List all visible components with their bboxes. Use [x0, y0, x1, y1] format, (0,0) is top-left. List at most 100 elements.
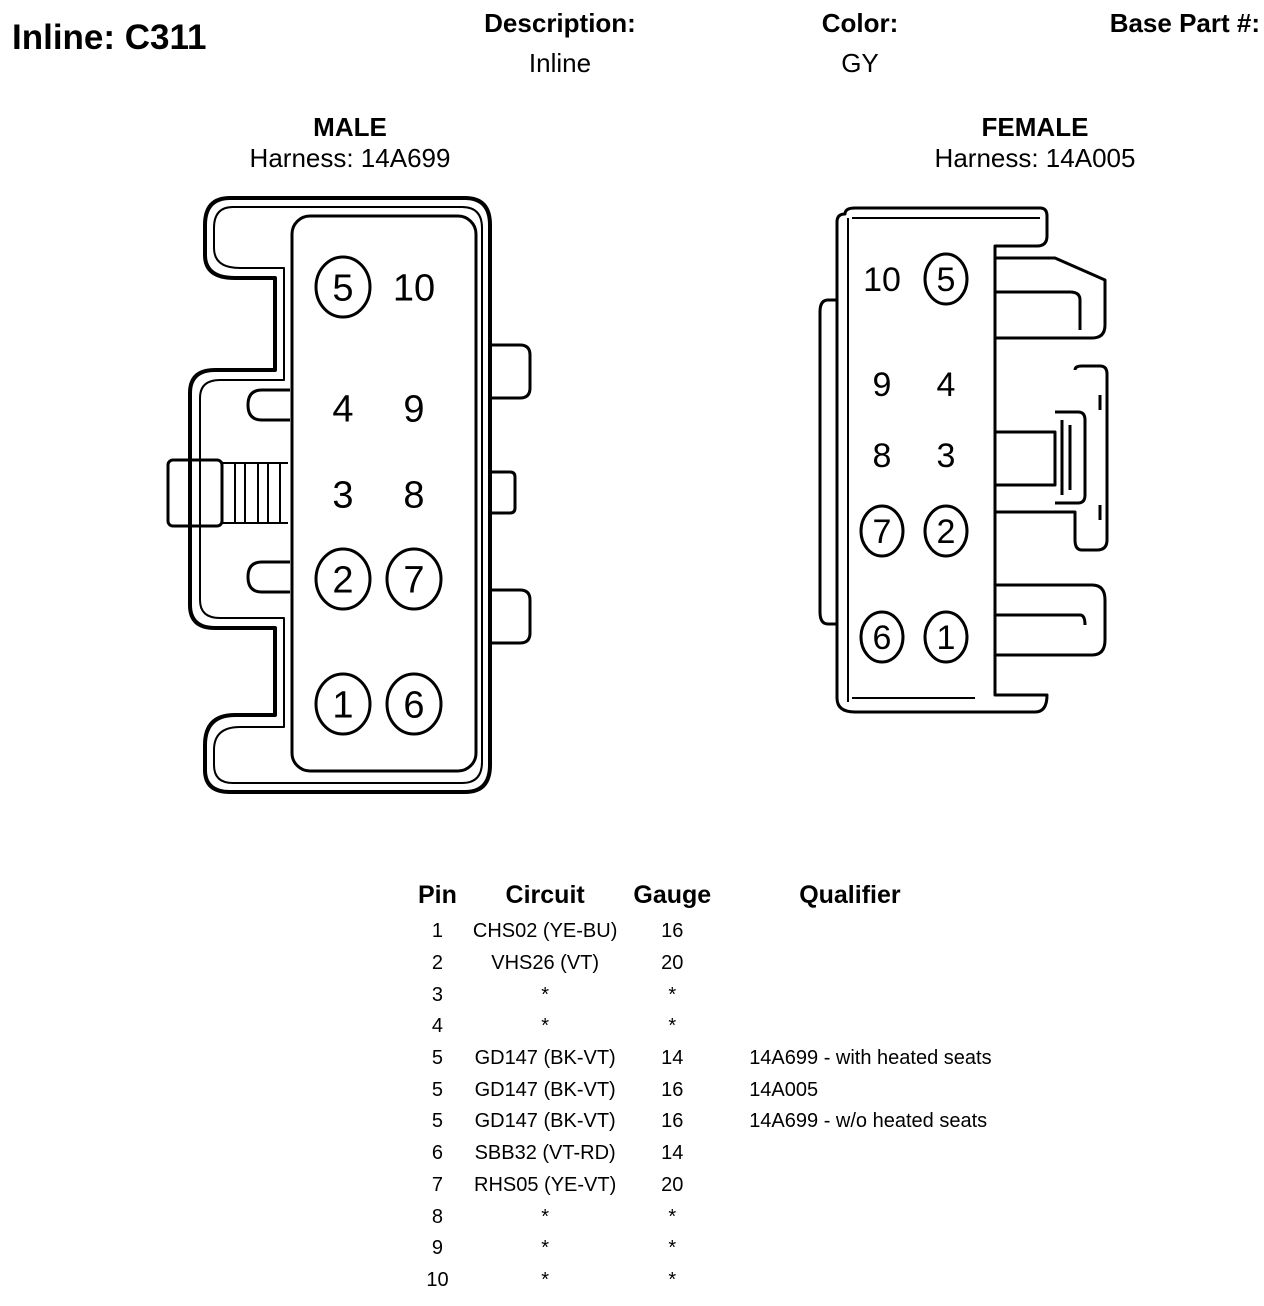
female-pin-label: 4 — [937, 366, 956, 404]
gauge-cell: * — [668, 1237, 677, 1260]
gauge-cell: * — [668, 1268, 677, 1291]
table-row: 6 SBB32 (VT-RD) 14 — [410, 1138, 1000, 1170]
male-pin-label: 7 — [403, 560, 424, 602]
female-pin-circle — [923, 610, 969, 664]
male-pin-label: 3 — [332, 475, 353, 517]
gauge-header: Gauge — [633, 880, 712, 909]
circuit-header: Circuit — [505, 880, 585, 909]
description-label: Description: — [484, 8, 636, 38]
table-row: 4 * * — [410, 1011, 1000, 1043]
table-header-row: Pin Circuit Gauge Qualifier — [410, 880, 1000, 916]
circuit-cell: * — [541, 983, 550, 1006]
qualifier-cell — [719, 979, 999, 1011]
male-tab-top — [490, 343, 532, 400]
pin-cell: 8 — [431, 1205, 444, 1228]
female-pin-label: 10 — [863, 261, 901, 299]
male-harness: Harness: 14A699 — [249, 143, 451, 173]
female-pin-label: 7 — [873, 513, 892, 551]
circuit-cell: VHS26 (VT) — [491, 952, 600, 975]
female-pin-layer: 10 5 9 4 8 3 7 2 6 1 — [859, 252, 969, 664]
qualifier-cell — [719, 1233, 999, 1265]
male-pin-label: 6 — [403, 685, 424, 727]
male-pin-label: 5 — [332, 268, 353, 310]
circuit-cell: * — [541, 1268, 550, 1291]
male-pin-label: 8 — [403, 475, 424, 517]
circuit-cell: SBB32 (VT-RD) — [474, 1142, 616, 1165]
qualifier-cell — [719, 1138, 999, 1170]
table-row: 10** — [410, 1265, 1000, 1297]
gauge-cell: 16 — [661, 1078, 684, 1101]
female-housing-outline — [835, 206, 1049, 714]
male-pin-label: 4 — [332, 389, 353, 431]
female-pin-label: 9 — [873, 366, 892, 404]
male-title: MALE — [313, 112, 387, 142]
gauge-cell: * — [668, 1015, 677, 1038]
qualifier-cell: 14A699 - with heated seats — [749, 1047, 992, 1070]
male-pin-circle — [314, 672, 372, 736]
pinout-table: Pin Circuit Gauge Qualifier 1 CHS02 (YE-B… — [410, 880, 1000, 1296]
female-pin-circle — [859, 504, 905, 558]
female-harness: Harness: 14A005 — [934, 143, 1136, 173]
male-pin-circle — [314, 547, 372, 611]
circuit-cell: * — [541, 1205, 550, 1228]
female-pin-label: 3 — [937, 437, 956, 475]
male-pin-circle — [385, 672, 443, 736]
female-pin-label: 2 — [937, 513, 956, 551]
table-row: 5 GD147 (BK-VT) 16 14A005 — [410, 1074, 1000, 1106]
gauge-cell: 20 — [661, 1173, 684, 1196]
circuit-cell: * — [541, 1237, 550, 1260]
table-row: 3** — [410, 979, 1000, 1011]
male-pin-label: 9 — [403, 389, 424, 431]
male-pin-face — [290, 214, 478, 773]
pin-cell: 4 — [431, 1015, 444, 1038]
circuit-cell: * — [541, 1015, 550, 1038]
male-pin-label: 2 — [332, 560, 353, 602]
female-lock-bracket — [995, 410, 1087, 505]
base-part-label: Base Part #: — [1109, 8, 1260, 38]
gauge-cell: * — [668, 1205, 677, 1228]
qualifier-cell — [719, 948, 999, 980]
circuit-cell: GD147 (BK-VT) — [474, 1110, 616, 1133]
pin-cell: 6 — [431, 1142, 444, 1165]
qualifier-cell — [719, 1201, 999, 1233]
male-pin-label: 10 — [393, 268, 435, 310]
gauge-cell: 14 — [661, 1142, 684, 1165]
color-label: Color: — [821, 8, 899, 38]
female-pin-label: 6 — [873, 619, 892, 657]
pin-cell: 7 — [431, 1173, 444, 1196]
qualifier-cell — [719, 916, 999, 948]
pin-cell: 1 — [431, 920, 444, 943]
circuit-cell: GD147 (BK-VT) — [474, 1078, 616, 1101]
gauge-cell: 16 — [661, 920, 684, 943]
female-tab-top — [995, 256, 1107, 340]
pin-header: Pin — [418, 880, 457, 909]
gauge-cell: 14 — [661, 1047, 684, 1070]
qualifier-cell — [719, 1011, 999, 1043]
description-value: Inline — [528, 48, 592, 78]
pin-cell: 5 — [431, 1047, 444, 1070]
pin-cell: 9 — [431, 1237, 444, 1260]
female-pin-label: 5 — [937, 261, 956, 299]
female-title: FEMALE — [981, 112, 1089, 142]
qualifier-cell — [719, 1170, 999, 1202]
male-tab-mid — [490, 470, 517, 515]
pin-cell: 5 — [431, 1078, 444, 1101]
qualifier-header: Qualifier — [799, 880, 901, 909]
connector-title: Inline: C311 — [12, 18, 207, 57]
gauge-cell: * — [668, 983, 677, 1006]
gauge-cell: 20 — [661, 952, 684, 975]
table-row: 1 CHS02 (YE-BU) 16 — [410, 916, 1000, 948]
female-pin-label: 1 — [937, 619, 956, 657]
female-side-rail — [818, 298, 837, 626]
male-pin-circle — [314, 255, 372, 319]
qualifier-cell: 14A005 — [749, 1078, 819, 1101]
circuit-cell: CHS02 (YE-BU) — [472, 920, 618, 943]
female-pin-label: 8 — [873, 437, 892, 475]
